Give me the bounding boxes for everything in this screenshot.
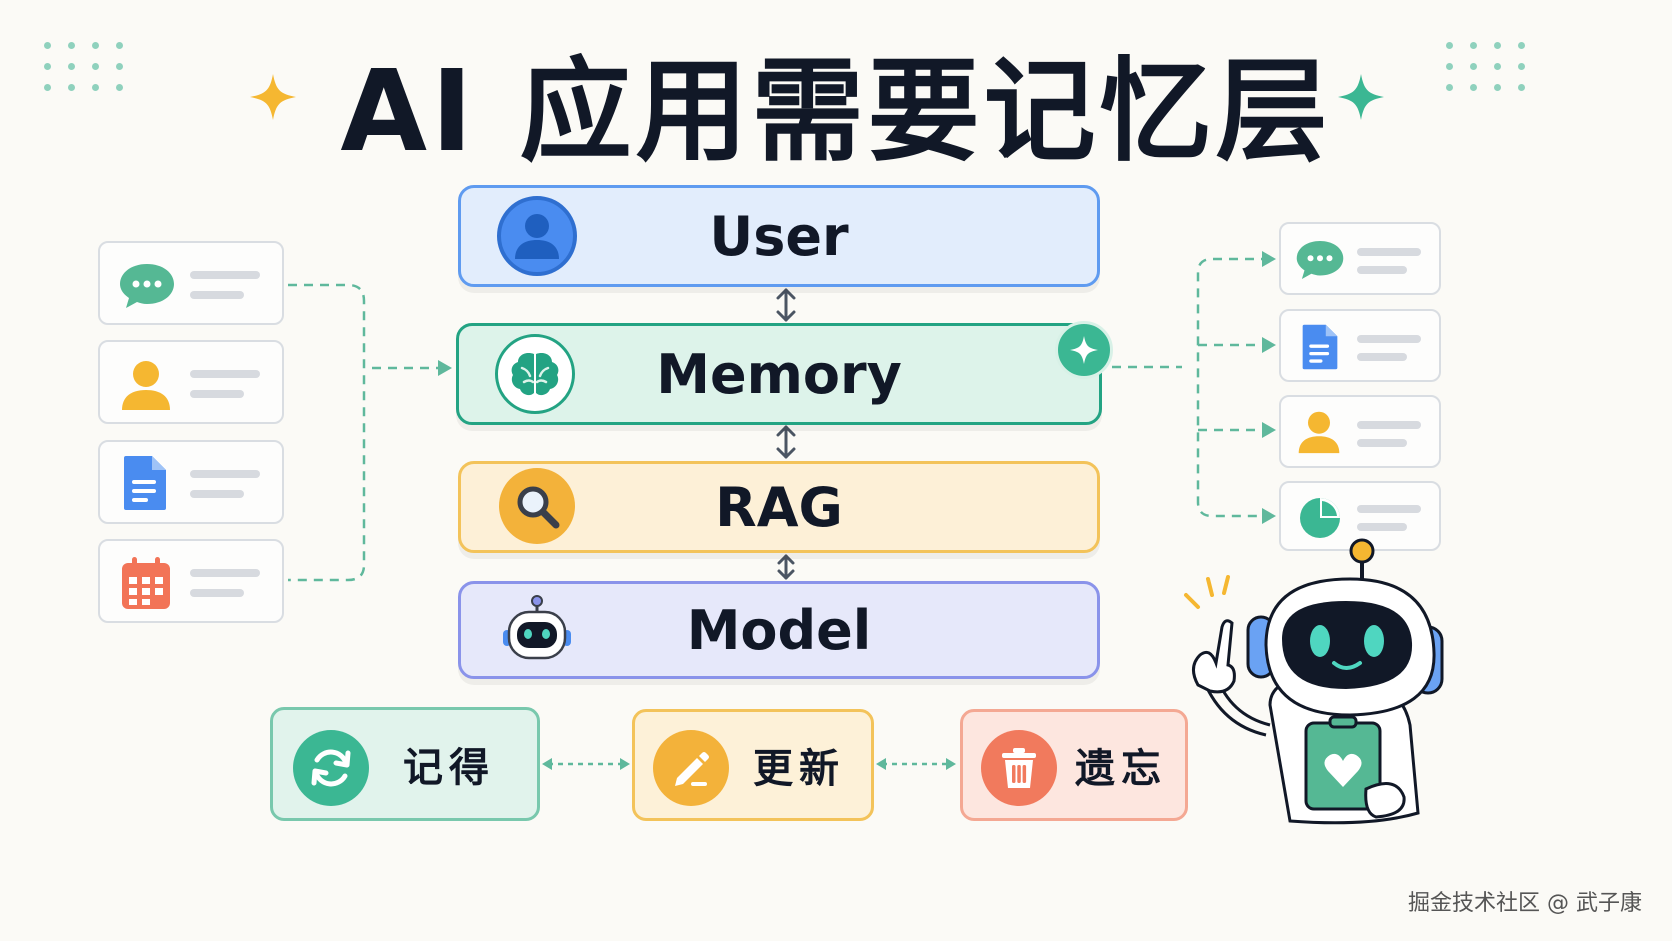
chat-bubble-icon [120,264,174,308]
decorative-dots-right [1446,42,1526,91]
action-label: 更新 [753,746,845,792]
action-update: 更新 [632,709,874,821]
pencil-icon [653,730,729,806]
sparkle-badge-icon [1055,321,1113,379]
document-icon [124,456,166,510]
watermark: 掘金技术社区 @ 武子康 [1408,891,1642,916]
magnifier-icon [499,468,575,544]
layer-label: User [709,204,849,268]
refresh-icon [293,730,369,806]
left-card-calendar [98,539,284,623]
robot-mascot-icon [1184,538,1444,825]
action-remember: 记得 [270,707,540,821]
robot-icon [497,592,577,672]
action-label: 记得 [403,745,495,791]
right-card-document [1279,309,1441,382]
person-icon [122,361,170,410]
layer-user: User [458,185,1100,287]
sparkle-icon-left [250,74,296,120]
pie-chart-icon [1300,498,1340,538]
right-card-person [1279,395,1441,468]
document-icon [1302,324,1338,370]
layer-label: Model [686,598,872,662]
decorative-dots-left [44,42,124,91]
left-card-document [98,440,284,524]
trash-icon [981,730,1057,806]
chat-bubble-icon [1296,241,1344,279]
right-card-chat [1279,222,1441,295]
user-icon [497,196,577,276]
layer-rag: RAG [458,461,1100,553]
action-label: 遗忘 [1075,746,1167,792]
layer-memory: Memory [456,323,1102,425]
sparkle-icon-right [1338,74,1384,120]
calendar-icon [122,557,170,609]
brain-icon [495,334,575,414]
left-card-person [98,340,284,424]
layer-label: Memory [656,342,902,406]
layer-model: Model [458,581,1100,679]
layer-label: RAG [715,475,843,539]
page-title: AI 应用需要记忆层 [340,47,1332,177]
left-card-chat [98,241,284,325]
action-forget: 遗忘 [960,709,1188,821]
person-icon [1298,411,1340,454]
